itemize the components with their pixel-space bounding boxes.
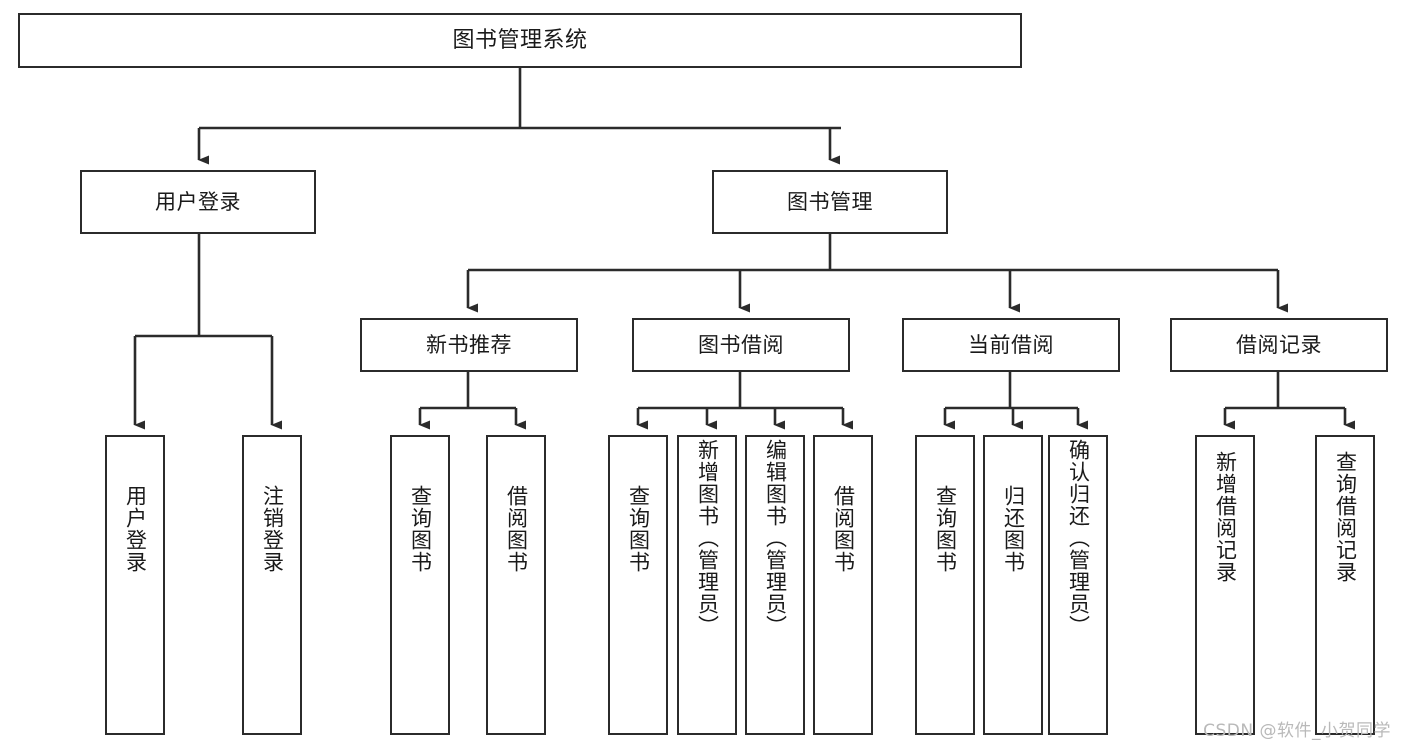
leaf-confirm-return-admin[interactable]: 确认归还（管理员） xyxy=(1048,435,1108,735)
node-label: 确认归还（管理员） xyxy=(1066,439,1091,637)
node-book-borrow[interactable]: 图书借阅 xyxy=(632,318,850,372)
node-root-book-management-system[interactable]: 图书管理系统 xyxy=(18,13,1022,68)
leaf-borrow-book-new[interactable]: 借阅图书 xyxy=(486,435,546,735)
leaf-user-login[interactable]: 用户登录 xyxy=(105,435,165,735)
node-current-borrow[interactable]: 当前借阅 xyxy=(902,318,1120,372)
watermark: CSDN @软件_小贺同学 xyxy=(1203,721,1391,741)
leaf-logout[interactable]: 注销登录 xyxy=(242,435,302,735)
leaf-add-book-admin[interactable]: 新增图书（管理员） xyxy=(677,435,737,735)
node-label: 图书管理 xyxy=(787,189,873,214)
node-label: 新书推荐 xyxy=(426,332,512,357)
node-label: 当前借阅 xyxy=(968,332,1054,357)
leaf-query-book-new[interactable]: 查询图书 xyxy=(390,435,450,735)
node-book-manage[interactable]: 图书管理 xyxy=(712,170,948,234)
node-label: 新增借阅记录 xyxy=(1213,451,1238,583)
node-label: 图书管理系统 xyxy=(452,27,588,53)
node-borrow-record[interactable]: 借阅记录 xyxy=(1170,318,1388,372)
node-user-login[interactable]: 用户登录 xyxy=(80,170,316,234)
node-label: 编辑图书（管理员） xyxy=(763,439,788,637)
node-label: 用户登录 xyxy=(155,189,241,214)
node-label: 查询图书 xyxy=(408,485,433,573)
node-label: 图书借阅 xyxy=(698,332,784,357)
leaf-query-book-borrow[interactable]: 查询图书 xyxy=(608,435,668,735)
node-label: 注销登录 xyxy=(260,485,285,573)
node-label: 借阅图书 xyxy=(504,485,529,573)
node-label: 查询图书 xyxy=(933,485,958,573)
leaf-edit-book-admin[interactable]: 编辑图书（管理员） xyxy=(745,435,805,735)
node-label: 新增图书（管理员） xyxy=(695,439,720,637)
node-label: 查询借阅记录 xyxy=(1333,451,1358,583)
node-label: 用户登录 xyxy=(123,485,148,573)
node-label: 借阅图书 xyxy=(831,485,856,573)
node-new-book-recommendation[interactable]: 新书推荐 xyxy=(360,318,578,372)
leaf-query-borrow-record[interactable]: 查询借阅记录 xyxy=(1315,435,1375,735)
node-label: 查询图书 xyxy=(626,485,651,573)
leaf-query-book-current[interactable]: 查询图书 xyxy=(915,435,975,735)
leaf-borrow-book[interactable]: 借阅图书 xyxy=(813,435,873,735)
leaf-add-borrow-record[interactable]: 新增借阅记录 xyxy=(1195,435,1255,735)
leaf-return-book[interactable]: 归还图书 xyxy=(983,435,1043,735)
node-label: 借阅记录 xyxy=(1236,332,1322,357)
node-label: 归还图书 xyxy=(1001,485,1026,573)
